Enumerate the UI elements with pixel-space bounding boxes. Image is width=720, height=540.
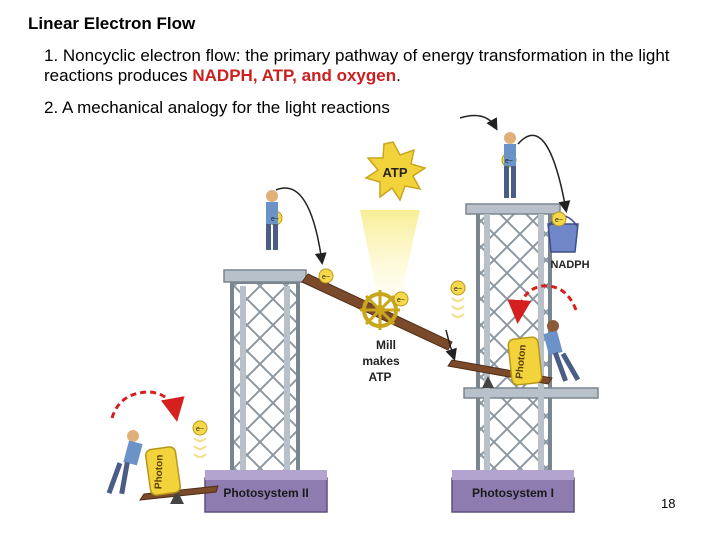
worker-psi-top-icon [504,132,516,198]
electron-trail-psii [194,438,206,457]
electron-arc-psi-bucket [518,135,566,210]
electron-label: e− [196,426,204,433]
mill-label-line3: ATP [368,370,391,384]
electron-label: e− [505,158,513,165]
electron-arc-psii-top [276,188,322,262]
mill-wheel-icon [360,290,400,330]
electron-label: e− [271,216,279,223]
mill-label-line2: makes [362,354,400,368]
electron-label: e− [397,297,405,304]
photon-label-psii: Photon [153,455,165,490]
electron-trail-psi [452,298,464,317]
nadph-label: NADPH [550,259,589,271]
photon-arrow-psii [112,392,176,418]
photosystem-2-label: Photosystem II [223,486,308,500]
worker-psii-pusher-icon [107,430,143,494]
mill-label-line1: Mill [376,338,396,352]
electron-label: e− [322,274,330,281]
photosystem-2-tower [224,270,306,482]
electron-label: e− [555,217,563,224]
atp-burst-label: ATP [382,165,407,180]
photosystem-1-label: Photosystem I [472,486,554,500]
electron-label: e− [454,286,462,293]
electron-arc-psi-top [460,116,496,128]
atp-light-beam [360,210,420,300]
